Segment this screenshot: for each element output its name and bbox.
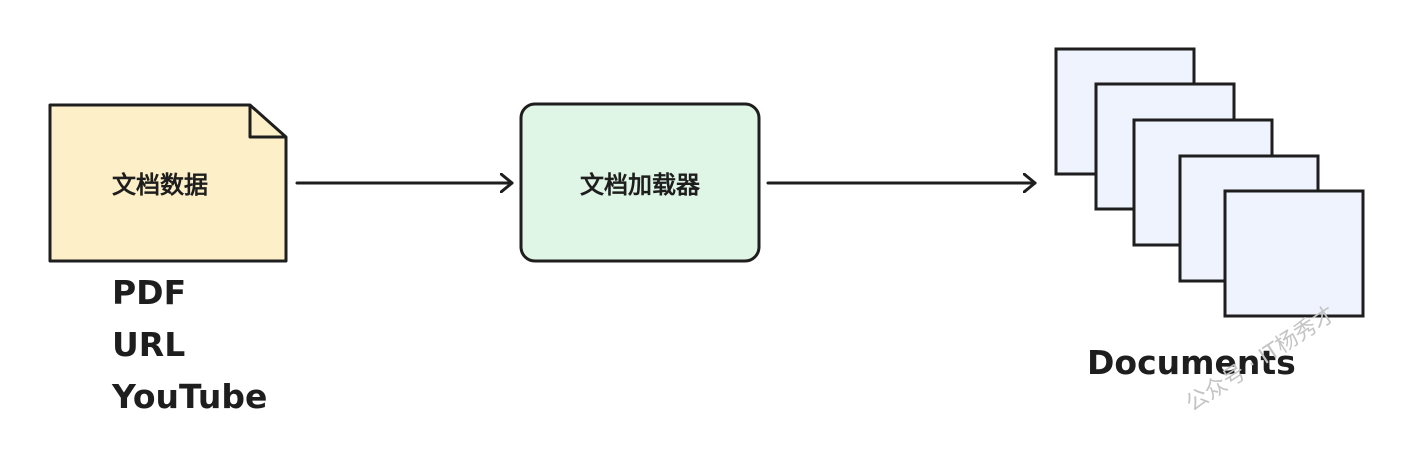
loader-box xyxy=(519,102,761,263)
folded-corner-icon xyxy=(248,105,286,139)
loader-node-label: 文档加载器 xyxy=(580,171,701,199)
file-icon-shape xyxy=(48,103,288,263)
source-type-url: URL xyxy=(112,325,185,364)
source-file-node: 文档数据 xyxy=(48,103,288,263)
source-node-label: 文档数据 xyxy=(112,171,208,199)
source-type-pdf: PDF xyxy=(112,273,186,312)
source-type-youtube: YouTube xyxy=(111,377,267,416)
document-page xyxy=(1223,189,1365,318)
documents-stack xyxy=(1054,47,1365,318)
documents-label: Documents xyxy=(1087,343,1296,382)
loader-node: 文档加载器 xyxy=(519,102,761,263)
